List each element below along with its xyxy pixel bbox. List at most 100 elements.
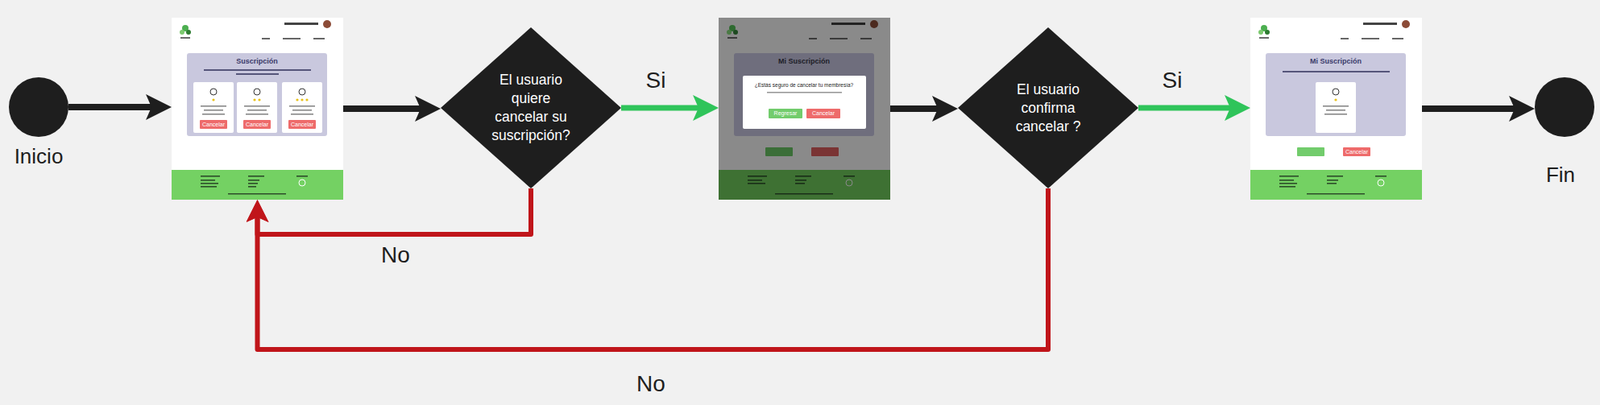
mockup-detail [727, 37, 738, 39]
flow-arrow [68, 103, 162, 111]
mockup-detail [747, 182, 766, 185]
mockup-detail [203, 109, 224, 112]
mockup-detail [313, 37, 325, 40]
flow-arrow [257, 188, 1049, 350]
decision-diamond: El usuario confirma cancelar ? [957, 27, 1139, 189]
mockup-detail [1340, 37, 1349, 40]
mockup-detail [1265, 53, 1406, 137]
mockup-detail [795, 175, 812, 178]
decision-diamond: El usuario quiere cancelar su suscripció… [440, 27, 622, 189]
mockup-detail [292, 109, 312, 112]
mockup-detail [829, 37, 848, 40]
mockup-detail [747, 175, 767, 178]
flow-arrow [257, 188, 532, 235]
edge-label: No [602, 370, 700, 398]
mockup-detail [1324, 113, 1348, 116]
mockup-detail [1326, 175, 1344, 178]
mockup-detail [718, 169, 891, 200]
mockup-detail [200, 175, 220, 178]
mockup-detail [200, 182, 219, 185]
mockup-detail [1264, 29, 1270, 35]
mockup-detail [843, 175, 855, 178]
screen-mockup: SuscripciónCancelarCancelarCancelar [171, 17, 344, 200]
button-label: Regresar [768, 108, 803, 119]
mockup-detail [860, 37, 872, 40]
screen-title: Suscripción [196, 57, 318, 67]
mockup-detail [247, 109, 267, 112]
mockup-detail [305, 98, 308, 101]
mockup-detail [1392, 37, 1404, 40]
mockup-detail [775, 193, 834, 195]
mockup-detail [210, 88, 217, 96]
mockup-detail [300, 98, 303, 101]
mockup-detail [733, 53, 875, 137]
flow-arrow [1421, 105, 1526, 112]
mockup-detail [236, 82, 278, 133]
mockup-detail [323, 20, 332, 29]
mockup-detail [171, 169, 344, 200]
mockup-detail [284, 22, 319, 25]
mockup-detail [1326, 179, 1339, 182]
mockup-detail [1306, 193, 1365, 195]
mockup-detail [747, 179, 763, 182]
mockup-detail [282, 37, 301, 40]
decision-text: El usuario quiere cancelar su suscripció… [483, 70, 579, 146]
button-label: Cancelar [199, 120, 228, 129]
screen-title: Mi Suscripción [743, 57, 865, 67]
mockup-detail [245, 113, 269, 116]
mockup-detail [200, 186, 217, 188]
mockup-detail [1279, 182, 1298, 185]
my-subscription-screen [1250, 17, 1422, 200]
mockup-detail [248, 179, 260, 182]
terminal-shape [1534, 77, 1595, 137]
mockup-detail [295, 98, 299, 101]
mockup-detail [281, 82, 323, 133]
mockup-detail [1279, 179, 1294, 182]
mockup-detail [203, 69, 311, 71]
mockup-detail [186, 29, 191, 35]
mockup-detail [296, 175, 308, 178]
screen-mockup: Mi Suscripción¿Estás seguro de cancelar … [718, 17, 891, 200]
mockup-detail [1250, 17, 1422, 200]
mockup-detail [718, 17, 891, 200]
diamond-fill [957, 27, 1139, 189]
mockup-detail [186, 53, 328, 137]
mockup-detail [298, 179, 306, 187]
mockup-detail [1343, 147, 1371, 157]
mockup-detail [248, 175, 265, 178]
mockup-detail [1401, 20, 1410, 29]
flow-arrow [621, 105, 709, 112]
mockup-detail [845, 179, 853, 187]
mockup-detail [171, 17, 344, 200]
mockup-detail [202, 113, 225, 116]
screen-mockup: Mi SuscripciónCancelar [1250, 17, 1422, 200]
mockup-detail [1297, 147, 1325, 157]
mockup-detail [248, 186, 257, 188]
mockup-detail [726, 29, 732, 35]
mockup-detail [1361, 37, 1380, 40]
mockup-detail [1279, 175, 1299, 178]
circle-fill [8, 77, 69, 137]
mockup-detail [1258, 29, 1264, 35]
mockup-detail [733, 29, 738, 35]
button-label: Cancelar [806, 108, 841, 119]
mockup-detail [290, 113, 314, 116]
mockup-detail [236, 73, 279, 75]
start-circle: Inicio [8, 77, 69, 137]
mockup-detail [199, 120, 228, 129]
button-label: Cancelar [1343, 147, 1371, 157]
mockup-detail [180, 37, 191, 39]
mockup-detail [765, 147, 793, 157]
mockup-detail [870, 20, 879, 29]
mockup-detail [253, 88, 261, 96]
terminal-label: Inicio [0, 144, 88, 170]
mockup-detail [289, 105, 316, 108]
screen-title: Mi Suscripción [1275, 57, 1397, 67]
mockup-detail [257, 98, 261, 101]
mockup-detail [1326, 182, 1337, 185]
flow-arrow [343, 105, 432, 112]
mockup-detail [811, 147, 839, 157]
mockup-detail [288, 120, 316, 129]
mockup-detail [808, 37, 817, 40]
